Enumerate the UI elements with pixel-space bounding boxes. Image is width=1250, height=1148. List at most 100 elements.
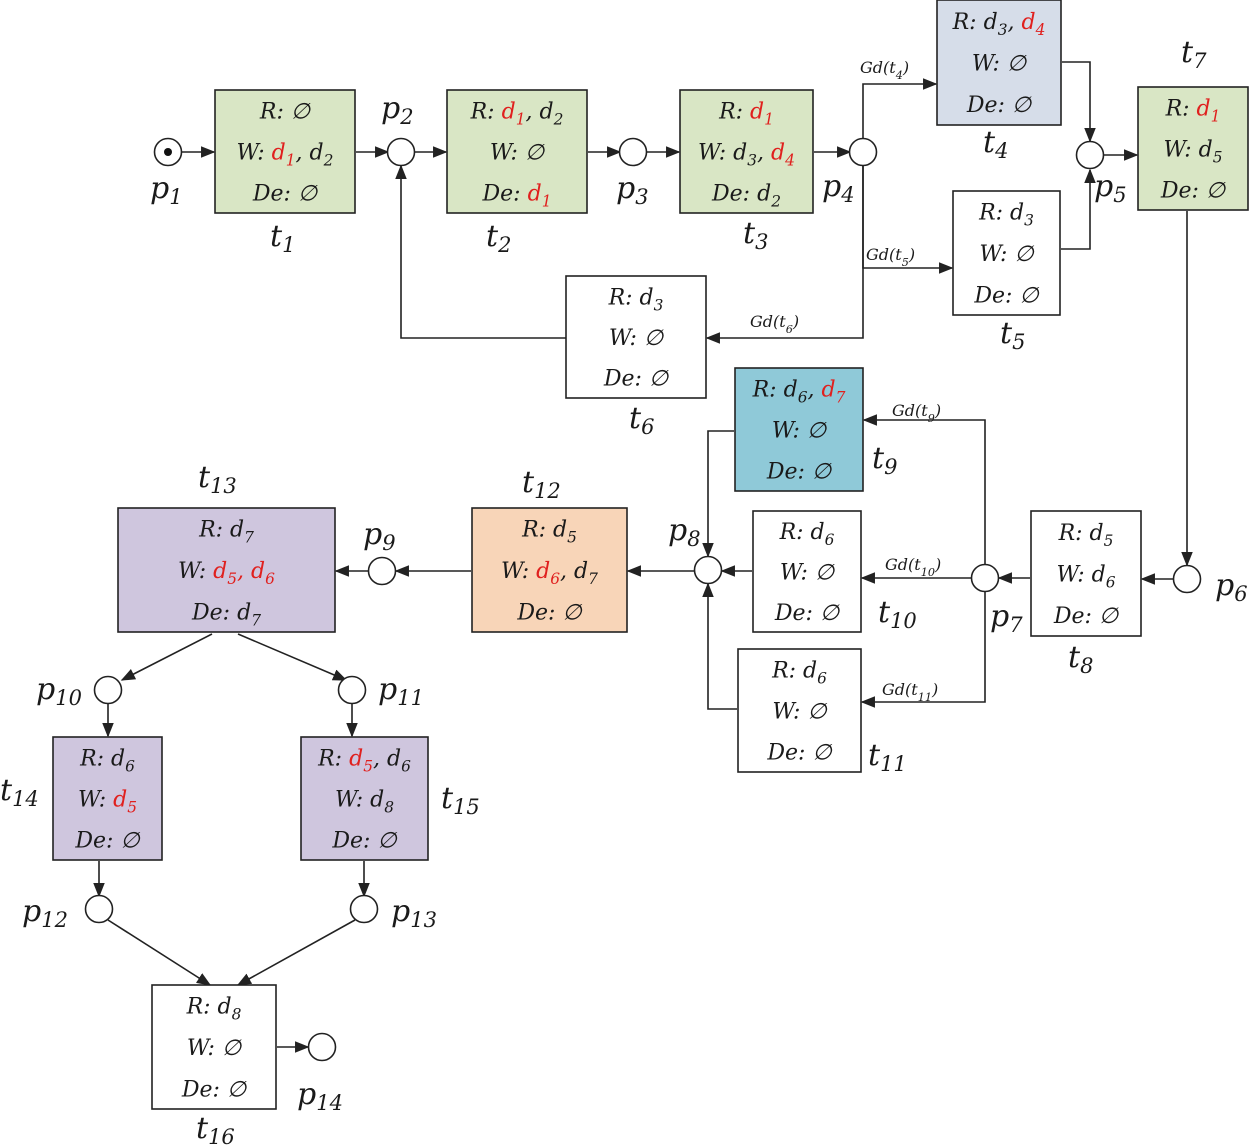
place-p3 (618, 137, 648, 167)
t12-label: t12​ (522, 465, 561, 503)
arc-22 (702, 430, 734, 558)
t12-read-set: R: d5​ (521, 518, 577, 547)
t11-read-set: R: d6​ (771, 659, 827, 688)
t2-read-set: R: d1​, d2​ (470, 100, 564, 129)
transitions-layer: R: ∅ W: d1​, d2​ De: ∅ R: d1​, d2​ W: ∅ De: d… (52, 0, 1249, 1110)
t7-label: t7​ (1181, 35, 1207, 73)
p8-label: p8​ (668, 513, 701, 551)
labels-layer: t1​t2​t3​t4​t5​t6​t7​t8​t9​t10​t11​t12​t… (0, 35, 1248, 1148)
arc-32 (107, 919, 212, 986)
t7-box (1137, 86, 1249, 211)
t3-box (679, 89, 814, 214)
t10-read-set: R: d6​ (779, 520, 835, 549)
arc-17 (862, 414, 986, 565)
t5-box (952, 190, 1061, 316)
transition-t11: R: d6​W: ∅De: ∅ (737, 648, 862, 773)
guard-g9: Gd(t9​) (892, 401, 941, 425)
t12-delete-set: De: ∅ (516, 600, 582, 625)
p5-label: p5​ (1094, 169, 1127, 207)
p11-circle (337, 675, 367, 705)
place-p12 (84, 894, 114, 924)
t13-read-set: R: d7​ (198, 518, 254, 547)
t11-box (737, 648, 862, 773)
arc-26 (237, 633, 348, 681)
t1-write-set: W: d1​, d2​ (237, 141, 334, 170)
p4-label: p4​ (822, 169, 855, 207)
t3-write-set: W: d3​, d4​ (698, 141, 795, 170)
t6-delete-set: De: ∅ (603, 367, 669, 392)
t6-box (565, 275, 707, 399)
t2-write-set: W: ∅ (490, 141, 545, 166)
t12-box (471, 507, 628, 633)
t11-label: t11​ (868, 738, 907, 776)
p2-circle (386, 137, 416, 167)
transition-t9: R: d6​, d7​W: ∅De: ∅ (734, 367, 864, 492)
t1-read-set: R: ∅ (259, 100, 311, 125)
transition-t5: R: d3​W: ∅De: ∅ (952, 190, 1061, 316)
p6-label: p6​ (1215, 568, 1248, 606)
transition-t13: R: d7​W: d5​, d6​De: d7​ (117, 507, 336, 633)
t6-write-set: W: ∅ (609, 326, 664, 351)
place-p11 (337, 675, 367, 705)
t15-write-set: W: d8​ (335, 788, 394, 817)
t8-delete-set: De: ∅ (1053, 604, 1119, 629)
arcs-layer (93, 61, 1193, 1053)
t9-box (734, 367, 864, 492)
p3-label: p3​ (616, 171, 649, 209)
guard-g10: Gd(t10​) (885, 555, 941, 579)
t10-label: t10​ (878, 595, 917, 633)
t16-label: t16​ (196, 1111, 235, 1148)
t7-read-set: R: d1​ (1165, 97, 1221, 126)
place-p14 (307, 1032, 337, 1062)
t16-delete-set: De: ∅ (181, 1077, 247, 1102)
t8-label: t8​ (1068, 640, 1093, 678)
t14-box (52, 736, 163, 861)
arc-21 (702, 582, 737, 710)
t8-read-set: R: d5​ (1058, 521, 1114, 550)
t7-delete-set: De: ∅ (1160, 179, 1226, 204)
t5-read-set: R: d3​ (978, 201, 1034, 230)
transition-t14: R: d6​W: d5​De: ∅ (52, 736, 163, 861)
t15-read-set: R: d5​, d6​ (317, 747, 411, 776)
t5-delete-set: De: ∅ (973, 283, 1039, 308)
t12-write-set: W: d6​, d7​ (501, 559, 598, 588)
t3-read-set: R: d1​ (718, 100, 774, 129)
t10-box (752, 510, 862, 633)
p5-circle (1075, 140, 1105, 170)
arc-19 (860, 591, 986, 708)
p12-label: p12​ (22, 894, 68, 932)
p10-label: p10​ (36, 672, 82, 710)
p1-token (164, 148, 172, 156)
t9-read-set: R: d6​, d7​ (752, 378, 846, 407)
transition-t7: R: d1​W: d5​De: ∅ (1137, 86, 1249, 211)
t16-box (151, 984, 277, 1110)
t16-read-set: R: d8​ (186, 995, 242, 1024)
arc-33 (236, 919, 356, 986)
transition-t1: R: ∅W: d1​, d2​De: ∅ (214, 89, 356, 214)
p9-circle (367, 556, 397, 586)
t15-box (300, 736, 429, 861)
t4-label: t4​ (983, 125, 1008, 163)
t8-box (1030, 510, 1142, 637)
p8-circle (693, 555, 723, 585)
t13-delete-set: De: d7​ (191, 600, 261, 629)
p10-circle (93, 675, 123, 705)
t8-write-set: W: d6​ (1057, 563, 1116, 592)
t11-delete-set: De: ∅ (766, 741, 832, 766)
guard-g6: Gd(t6​) (750, 312, 799, 336)
place-p8 (693, 555, 723, 585)
arc-11 (1062, 61, 1096, 143)
t9-delete-set: De: ∅ (766, 460, 832, 485)
t5-label: t5​ (1000, 316, 1025, 354)
t13-box (117, 507, 336, 633)
arc-27 (120, 633, 213, 681)
t6-read-set: R: d3​ (608, 285, 664, 314)
place-p1 (153, 137, 183, 167)
transition-t16: R: d8​W: ∅De: ∅ (151, 984, 277, 1110)
p12-circle (84, 894, 114, 924)
t3-delete-set: De: d2​ (711, 182, 781, 211)
transition-t10: R: d6​W: ∅De: ∅ (752, 510, 862, 633)
arc-7 (862, 78, 938, 139)
t4-delete-set: De: ∅ (966, 93, 1032, 118)
place-p5 (1075, 140, 1105, 170)
